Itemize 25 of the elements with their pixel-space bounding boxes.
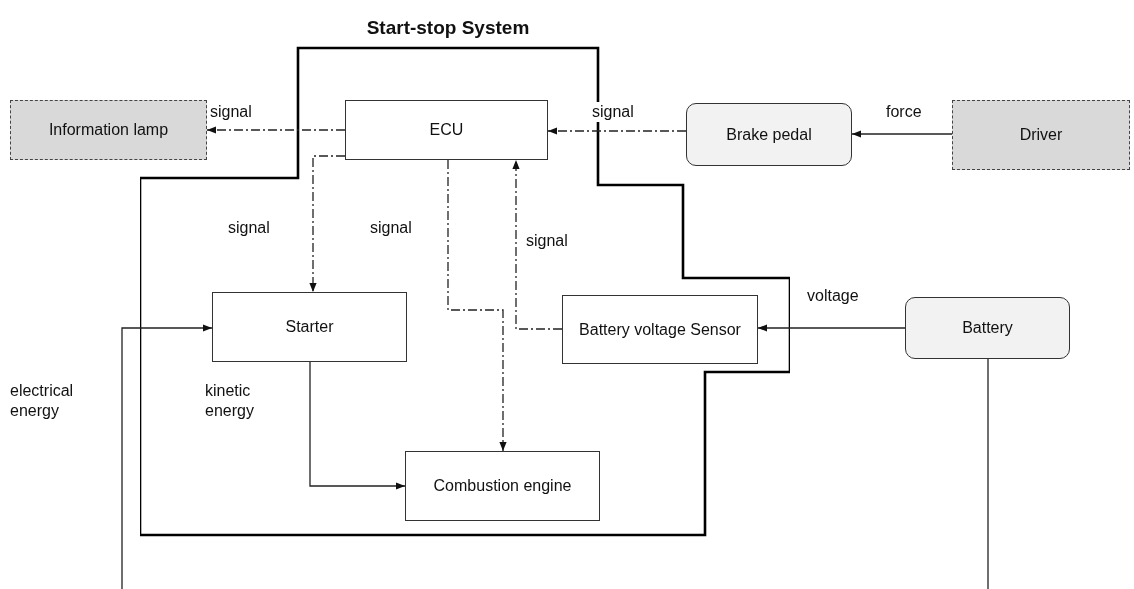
component-box: Battery	[905, 297, 1070, 359]
component-box: Battery voltage Sensor	[562, 295, 758, 364]
connector-arrow	[447, 159, 507, 452]
edge-label: signal	[524, 231, 570, 251]
connector-arrow	[121, 324, 213, 589]
connector-arrow	[851, 130, 953, 138]
connector-arrow	[309, 361, 406, 490]
edge-label: signal	[208, 102, 254, 122]
connector-arrow	[206, 126, 346, 134]
component-box: Brake pedal	[686, 103, 852, 166]
component-box: Starter	[212, 292, 407, 362]
component-box: ECU	[345, 100, 548, 160]
actor-box: Driver	[952, 100, 1130, 170]
connector-line	[987, 358, 989, 589]
edge-label: signal	[368, 218, 414, 238]
system-label: Start-stop System	[365, 16, 531, 40]
connector-arrow	[309, 155, 346, 293]
connector-arrow	[547, 127, 687, 135]
edge-label: voltage	[805, 286, 861, 306]
connector-arrow	[757, 324, 906, 332]
component-box: Combustion engine	[405, 451, 600, 521]
connector-arrow	[512, 159, 563, 330]
edge-label: signal	[590, 102, 636, 122]
edge-label: signal	[226, 218, 272, 238]
component-box: Information lamp	[10, 100, 207, 160]
